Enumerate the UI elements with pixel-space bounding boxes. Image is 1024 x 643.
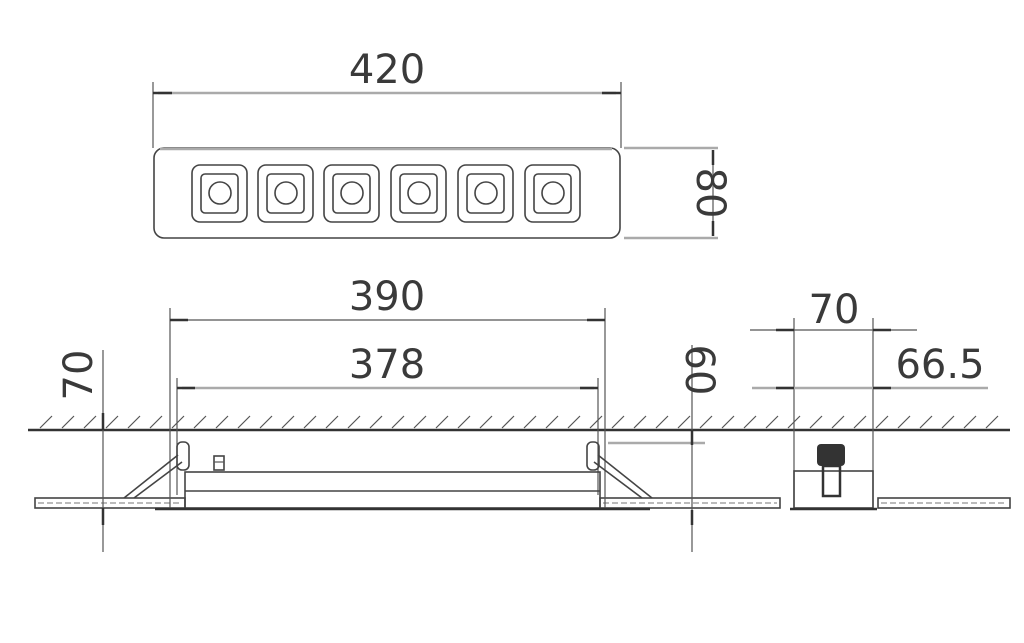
- height-60-label: 60: [676, 345, 722, 396]
- led-modules: [191, 164, 581, 223]
- width-390-label: 390: [349, 274, 425, 320]
- side-section: 70 66.5: [750, 287, 988, 511]
- top-view: 420 80: [152, 47, 733, 240]
- width-420-label: 420: [349, 47, 425, 93]
- luminaire-body: [153, 147, 621, 239]
- width-378-label: 378: [349, 342, 425, 388]
- clip-head: [817, 444, 845, 466]
- width-66-5-label: 66.5: [895, 342, 984, 388]
- height-80-label: 80: [687, 168, 733, 219]
- width-70-label: 70: [809, 287, 860, 333]
- height-70-label: 70: [56, 350, 102, 401]
- front-section: 390 378 70 60: [28, 274, 1011, 552]
